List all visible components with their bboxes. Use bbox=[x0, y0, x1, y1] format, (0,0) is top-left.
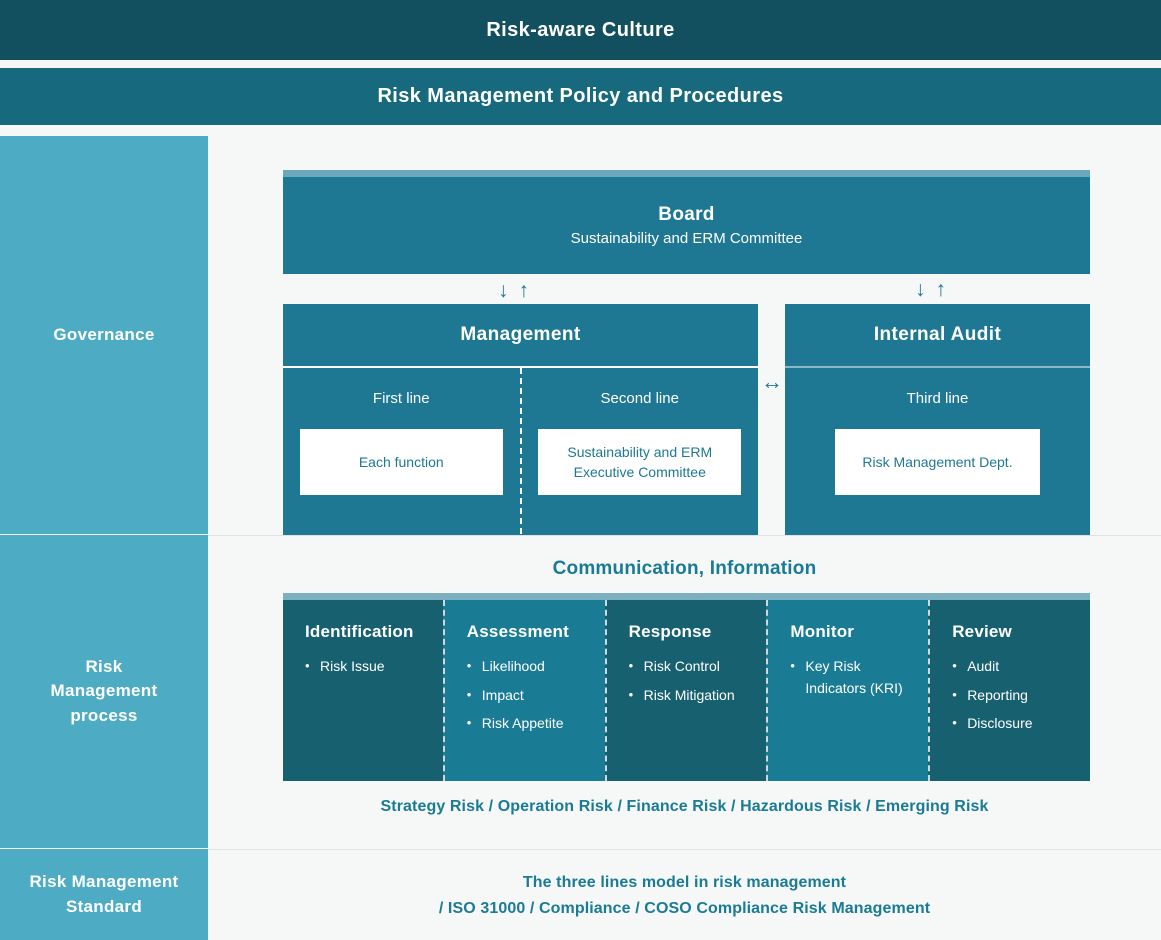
board-management-arrows: ↓ ↑ bbox=[498, 280, 529, 301]
process-item: Likelihood bbox=[467, 656, 605, 678]
risk-management-standard-label-text: Risk Management Standard bbox=[29, 871, 179, 916]
process-item: Key Risk Indicators (KRI) bbox=[790, 656, 928, 699]
process-item: Risk Control bbox=[629, 656, 767, 678]
management-audit-arrow-icon: ↔ bbox=[761, 369, 783, 394]
second-line-cell: Second line Sustainability and ERM Execu… bbox=[519, 368, 759, 654]
process-item: Reporting bbox=[952, 685, 1090, 707]
third-line-cell: Third line Risk Management Dept. bbox=[785, 368, 1090, 654]
risk-types-label: Strategy Risk / Operation Risk / Finance… bbox=[380, 798, 989, 815]
risk-management-policy-band: Risk Management Policy and Procedures bbox=[0, 68, 1161, 125]
process-column-response: ResponseRisk ControlRisk Mitigation bbox=[604, 600, 767, 781]
internal-audit-lines-row: Third line Risk Management Dept. bbox=[785, 368, 1090, 654]
process-column-title: Identification bbox=[305, 622, 414, 641]
governance-pane: Board Sustainability and ERM Committee ↓… bbox=[208, 136, 1161, 654]
third-line-card: Risk Management Dept. bbox=[835, 429, 1040, 495]
governance-label-text: Governance bbox=[53, 324, 155, 344]
process-item-list: Key Risk Indicators (KRI) bbox=[790, 656, 928, 699]
standard-line-1: The three lines model in risk management bbox=[522, 873, 847, 891]
sidebar-label-risk-management-standard: Risk Management Standard bbox=[0, 849, 208, 940]
process-item: Risk Issue bbox=[305, 656, 443, 678]
risk-aware-culture-label: Risk-aware Culture bbox=[486, 18, 675, 41]
process-column-assessment: AssessmentLikelihoodImpactRisk Appetite bbox=[442, 600, 605, 781]
arrow-down-icon: ↓ bbox=[498, 279, 509, 302]
arrow-up-icon: ↑ bbox=[935, 278, 947, 301]
internal-audit-title: Internal Audit bbox=[785, 304, 1090, 368]
arrow-up-icon: ↑ bbox=[518, 279, 530, 302]
process-item: Impact bbox=[467, 685, 605, 707]
first-line-card: Each function bbox=[299, 429, 503, 495]
communication-information-title: Communication, Information bbox=[552, 558, 817, 579]
process-column-title: Assessment bbox=[466, 622, 569, 641]
process-column-title: Review bbox=[952, 622, 1012, 641]
process-item-list: Risk Issue bbox=[305, 656, 443, 678]
process-column-title: Monitor bbox=[790, 622, 855, 641]
process-column-title: Response bbox=[628, 622, 712, 641]
management-title: Management bbox=[283, 304, 758, 368]
process-item: Risk Mitigation bbox=[629, 685, 767, 707]
board-audit-arrows: ↓ ↑ bbox=[915, 279, 946, 300]
process-item-list: Risk ControlRisk Mitigation bbox=[629, 656, 767, 706]
risk-management-process-label-text: Risk Management process bbox=[50, 656, 158, 725]
standard-line-2: / ISO 31000 / Compliance / COSO Complian… bbox=[438, 899, 931, 917]
process-item: Risk Appetite bbox=[467, 713, 605, 735]
risk-management-standard-pane: The three lines model in risk management… bbox=[208, 849, 1161, 940]
process-item-list: LikelihoodImpactRisk Appetite bbox=[467, 656, 605, 735]
second-line-card: Sustainability and ERM Executive Committ… bbox=[538, 429, 742, 495]
standard-text-block: The three lines model in risk management… bbox=[208, 850, 1161, 940]
board-box: Board Sustainability and ERM Committee bbox=[283, 170, 1090, 274]
risk-management-process-pane: Communication, Information Identificatio… bbox=[208, 535, 1161, 848]
process-column-identification: IdentificationRisk Issue bbox=[283, 600, 443, 781]
first-line-label: First line bbox=[372, 390, 430, 407]
sidebar-label-risk-management-process: Risk Management process bbox=[0, 535, 208, 848]
process-column-review: ReviewAuditReportingDisclosure bbox=[928, 600, 1090, 781]
sidebar-label-governance: Governance bbox=[0, 136, 208, 534]
board-subtitle: Sustainability and ERM Committee bbox=[570, 230, 803, 247]
process-item: Disclosure bbox=[952, 713, 1090, 735]
risk-management-policy-label: Risk Management Policy and Procedures bbox=[377, 85, 784, 107]
process-column-monitor: MonitorKey Risk Indicators (KRI) bbox=[766, 600, 929, 781]
process-item: Audit bbox=[952, 656, 1090, 678]
third-line-label: Third line bbox=[906, 390, 969, 407]
second-line-label: Second line bbox=[600, 390, 679, 407]
process-columns-strip: IdentificationRisk IssueAssessmentLikeli… bbox=[283, 593, 1090, 781]
arrow-down-icon: ↓ bbox=[915, 278, 926, 301]
management-lines-row: First line Each function Second line Sus… bbox=[283, 368, 758, 654]
board-title: Board bbox=[658, 204, 715, 225]
risk-aware-culture-band: Risk-aware Culture bbox=[0, 0, 1161, 60]
first-line-cell: First line Each function bbox=[283, 368, 520, 654]
process-item-list: AuditReportingDisclosure bbox=[952, 656, 1090, 735]
